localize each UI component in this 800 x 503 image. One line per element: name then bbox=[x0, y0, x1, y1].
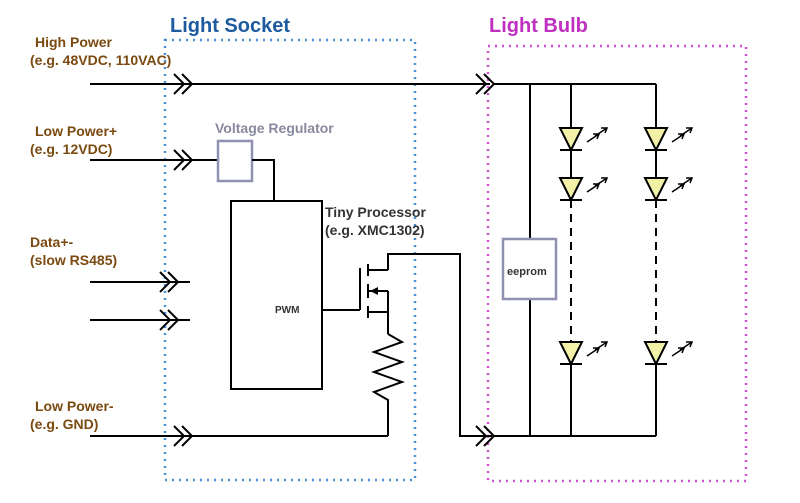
low-power-minus-example: (e.g. GND) bbox=[30, 416, 98, 432]
processor-label: Tiny Processor bbox=[325, 204, 426, 220]
eeprom-box bbox=[501, 237, 558, 301]
data-example: (slow RS485) bbox=[30, 252, 117, 268]
resistor-symbol bbox=[371, 333, 405, 436]
low-power-plus-label: Low Power+ bbox=[35, 123, 117, 139]
mosfet-symbol bbox=[322, 253, 492, 437]
led-1-c bbox=[558, 341, 609, 367]
led-2-b bbox=[643, 177, 694, 203]
led-1-a bbox=[558, 127, 609, 153]
data-label: Data+- bbox=[30, 234, 74, 250]
low-power-minus-label: Low Power- bbox=[35, 398, 114, 414]
eeprom-label: eeprom bbox=[507, 266, 547, 278]
voltage-regulator-label: Voltage Regulator bbox=[215, 120, 334, 136]
data-minus-input-line bbox=[90, 309, 190, 331]
led-1-b bbox=[558, 177, 609, 203]
led-array bbox=[558, 127, 694, 436]
regulator-to-processor-wire bbox=[252, 159, 275, 201]
processor-box bbox=[230, 200, 323, 390]
processor-example: (e.g. XMC1302) bbox=[325, 222, 425, 238]
pwm-label: PWM bbox=[275, 305, 299, 316]
voltage-regulator-box bbox=[216, 139, 254, 183]
low-power-minus-input-line bbox=[90, 425, 388, 447]
data-plus-input-line bbox=[90, 271, 190, 293]
bulb-return-chevrons bbox=[475, 425, 656, 447]
light-bulb-title: Light Bulb bbox=[489, 15, 588, 37]
low-power-plus-input-line bbox=[90, 149, 218, 171]
light-socket-title: Light Socket bbox=[170, 15, 290, 37]
led-2-a bbox=[643, 127, 694, 153]
led-2-c bbox=[643, 341, 694, 367]
high-power-example: (e.g. 48VDC, 110VAC) bbox=[30, 52, 171, 68]
light-socket-border bbox=[163, 38, 417, 482]
high-power-input-line bbox=[90, 73, 656, 95]
high-power-label: High Power bbox=[35, 34, 113, 50]
low-power-plus-example: (e.g. 12VDC) bbox=[30, 141, 112, 157]
